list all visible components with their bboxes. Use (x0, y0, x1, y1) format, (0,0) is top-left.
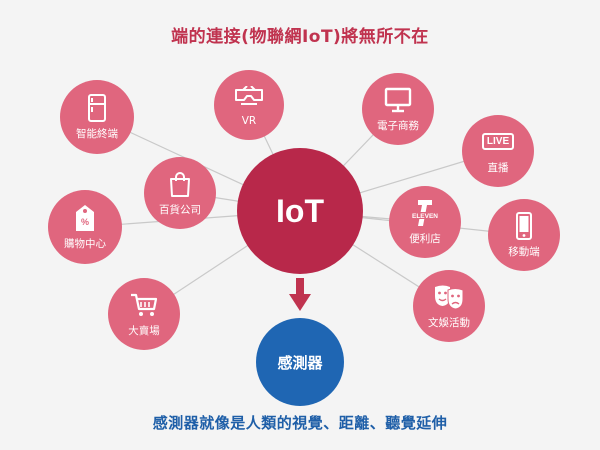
vr-headset-icon (233, 83, 265, 111)
node-smart-terminal: 智能終端 (60, 80, 134, 154)
node-shopping-center: % 購物中心 (48, 190, 122, 264)
svg-text:%: % (81, 217, 89, 227)
node-hypermarket: 大賣場 (108, 278, 180, 350)
smartphone-icon (508, 211, 540, 240)
discount-tag-icon: % (69, 204, 101, 232)
svg-text:ELEVEN: ELEVEN (412, 213, 438, 220)
node-vr: VR (214, 70, 284, 140)
fridge-icon (81, 93, 113, 122)
node-ecommerce: 電子商務 (362, 73, 434, 145)
node-label: 文娛活動 (428, 316, 470, 329)
node-entertainment: 文娛活動 (413, 270, 485, 342)
diagram-caption: 感測器就像是人類的視覺、距離、聽覺延伸 (152, 414, 448, 432)
shopping-bag-icon (164, 170, 196, 198)
down-arrow-icon (289, 278, 311, 311)
node-label: 百貨公司 (159, 203, 201, 216)
node-mobile: 移動端 (488, 199, 560, 271)
iot-center-node: IoT (237, 148, 363, 274)
seven-eleven-icon: ELEVEN (409, 199, 441, 227)
monitor-icon (382, 86, 414, 114)
theater-masks-icon (433, 283, 465, 311)
node-convenience-store: ELEVEN 便利店 (389, 186, 461, 258)
node-label: 直播 (487, 161, 509, 174)
node-department-store: 百貨公司 (144, 157, 216, 229)
node-label: 購物中心 (64, 237, 106, 250)
live-badge-icon: LIVE (481, 128, 515, 156)
node-label: VR (241, 115, 257, 127)
node-label: 便利店 (409, 232, 441, 245)
shopping-cart-icon (128, 291, 160, 319)
node-label: 智能終端 (76, 127, 118, 140)
node-label: 移動端 (508, 245, 540, 258)
sensor-node: 感測器 (256, 318, 344, 406)
diagram-title: 端的連接(物聯網IoT)將無所不在 (171, 27, 429, 47)
node-live: LIVE 直播 (462, 115, 534, 187)
node-label: 大賣場 (128, 324, 160, 337)
node-label: 電子商務 (377, 119, 419, 132)
